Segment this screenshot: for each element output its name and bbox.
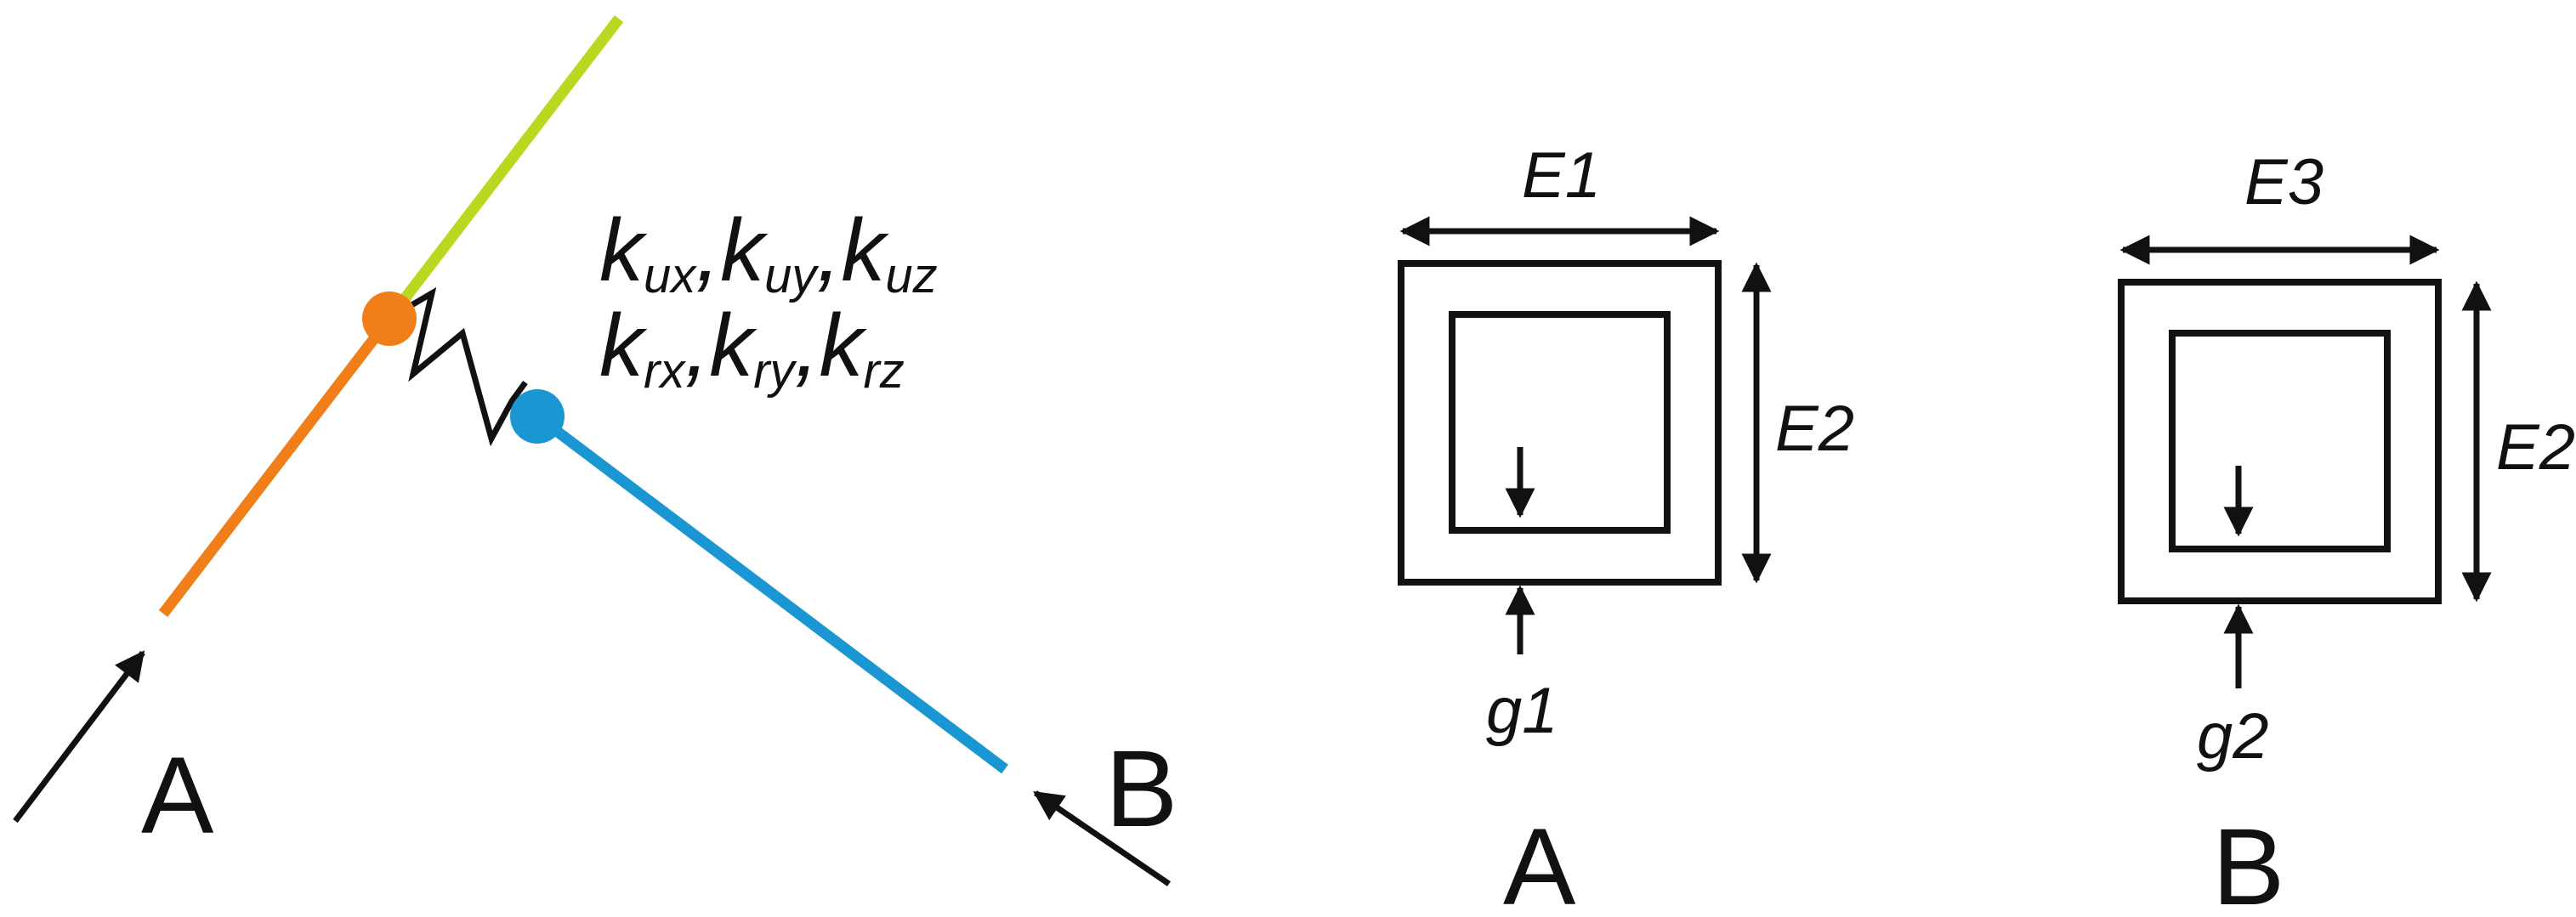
- arrow-a-icon: [13, 650, 145, 824]
- section-b-inner-rect: [2169, 330, 2391, 552]
- section-a-width-label: E1: [1522, 139, 1601, 212]
- node-member-a: [362, 292, 417, 346]
- spring-icon: [391, 286, 528, 447]
- section-a: E1 E2 g1 A: [1398, 139, 1854, 917]
- section-a-gap-label: g1: [1486, 675, 1558, 747]
- section-a-label: A: [1503, 807, 1576, 913]
- section-a-height-label: E2: [1775, 393, 1854, 465]
- node-member-b: [510, 389, 565, 444]
- arrow-b-icon: [1033, 790, 1171, 886]
- section-a-inner-rect: [1449, 311, 1671, 534]
- member-a-line: [158, 315, 394, 617]
- section-b-label: B: [2212, 807, 2284, 913]
- section-a-outer-rect: [1398, 260, 1722, 586]
- section-b: E3 E2 g2 B: [2118, 146, 2575, 917]
- joint-diagram: A B kux,kuy,kuz krx,kry,krz: [13, 15, 1177, 886]
- section-b-gap-label: g2: [2197, 700, 2269, 773]
- label-a-joint: A: [141, 735, 214, 857]
- stiffness-translational: kux,kuy,kuz: [599, 201, 938, 303]
- upper-member-line: [384, 15, 624, 322]
- stiffness-rotational: krx,kry,krz: [599, 297, 905, 399]
- section-b-width-label: E3: [2244, 146, 2324, 218]
- label-b-joint: B: [1105, 728, 1177, 850]
- section-b-outer-rect: [2118, 279, 2442, 604]
- section-b-height-label: E2: [2496, 411, 2575, 484]
- member-b-line: [534, 411, 1008, 774]
